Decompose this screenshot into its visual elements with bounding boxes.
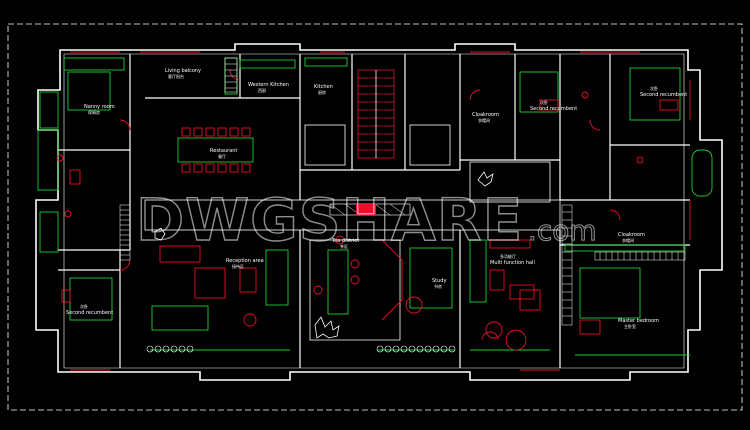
label-western-kitchen-cn: 西厨 bbox=[258, 87, 266, 93]
label-second-bedroom-top-cn: 次卧 bbox=[540, 99, 548, 105]
window-bands bbox=[119, 57, 686, 326]
label-reception-area-cn: 接待区 bbox=[232, 263, 244, 269]
label-cloakroom-top-cn: 衣帽间 bbox=[478, 117, 490, 123]
label-second-bedroom-left-cn: 次卧 bbox=[80, 303, 88, 309]
drawing-frame bbox=[7, 23, 743, 411]
label-restaurant: Restaurant bbox=[210, 148, 237, 154]
label-multi-function-hall: Multi function hall bbox=[490, 260, 535, 266]
watermark-suffix: .com bbox=[528, 214, 597, 247]
corridor bbox=[144, 199, 561, 231]
label-cloakroom-right: Cloakroom bbox=[618, 232, 645, 238]
elevator-shafts bbox=[304, 124, 551, 203]
building-walls bbox=[35, 43, 723, 381]
label-study-cn: 书房 bbox=[434, 283, 442, 289]
watermark-brand: DWGSHARE bbox=[136, 186, 523, 254]
label-tea-district-cn: 茶区 bbox=[340, 243, 348, 249]
label-second-bedroom-right: Second recumbent bbox=[640, 92, 687, 98]
label-living-balcony: Living balcony bbox=[165, 68, 201, 74]
label-multi-function-hall-cn: 多功能厅 bbox=[500, 253, 516, 259]
label-restaurant-cn: 餐厅 bbox=[218, 153, 226, 159]
red-furniture bbox=[56, 51, 691, 371]
label-cloakroom-right-cn: 衣帽间 bbox=[622, 237, 634, 243]
staircase bbox=[357, 69, 395, 159]
label-master-bedroom-cn: 主卧室 bbox=[624, 323, 636, 329]
label-second-bedroom-top: Second recumbent bbox=[530, 106, 577, 112]
corridor-red-marker bbox=[356, 204, 376, 215]
label-living-balcony-cn: 客厅阳台 bbox=[168, 73, 184, 79]
label-tea-district: Tea district bbox=[331, 238, 359, 244]
label-master-bedroom: Master bedroom bbox=[618, 318, 659, 324]
label-cloakroom-top: Cloakroom bbox=[472, 112, 499, 118]
label-kitchen: Kitchen bbox=[314, 84, 333, 90]
label-western-kitchen: Western Kitchen bbox=[248, 82, 289, 88]
plant-decorations bbox=[154, 171, 494, 339]
label-study: Study bbox=[432, 278, 446, 284]
label-kitchen-cn: 厨房 bbox=[318, 89, 326, 95]
label-nanny-room: Nanny room bbox=[84, 104, 115, 110]
label-reception-area: Reception area bbox=[226, 258, 264, 264]
balcony-railings bbox=[146, 345, 456, 353]
room-labels: Living balcony 客厅阳台 Western Kitchen 西厨 K… bbox=[66, 68, 687, 329]
label-second-bedroom-right-cn: 次卧 bbox=[650, 85, 658, 91]
label-nanny-room-cn: 保姆房 bbox=[88, 109, 100, 115]
label-second-bedroom-left: Second recumbent bbox=[66, 310, 113, 316]
